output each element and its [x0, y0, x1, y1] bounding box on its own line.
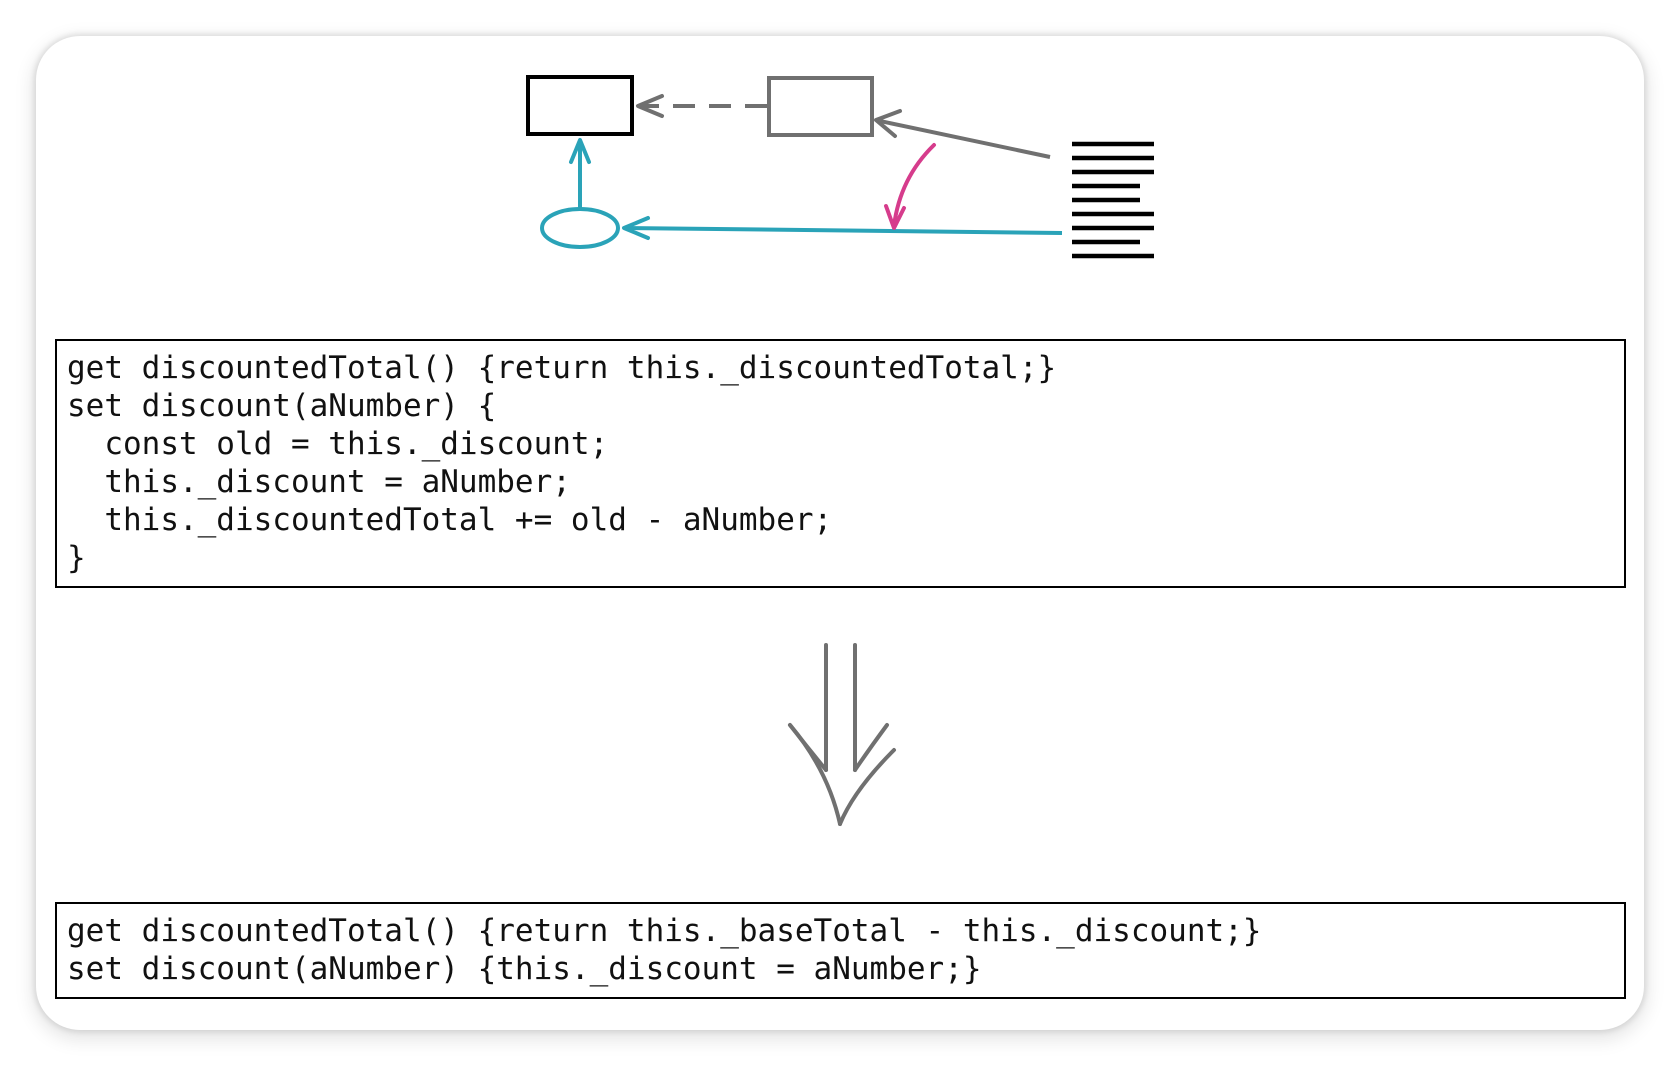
code-line: this._discountedTotal += old - aNumber; [67, 502, 833, 538]
before-code-block: get discountedTotal() {return this._disc… [55, 339, 1626, 588]
gray-box-shape [767, 76, 874, 137]
code-line: this._discount = aNumber; [67, 464, 571, 500]
document-lines-icon [1072, 141, 1154, 259]
gray-arrow-head [874, 109, 902, 138]
code-line: set discount(aNumber) { [67, 388, 497, 424]
teal-left-arrow-head [622, 216, 650, 240]
code-line: get discountedTotal() {return this._disc… [67, 350, 1057, 386]
gray-arrow-line [879, 119, 1051, 159]
teal-up-arrow-head [569, 138, 591, 164]
code-line: get discountedTotal() {return this._base… [67, 913, 1262, 949]
code-line: } [67, 540, 86, 576]
magenta-curved-arrow-line [892, 143, 936, 228]
teal-ellipse-shape [540, 207, 620, 249]
black-box-shape [526, 75, 634, 136]
refactoring-sketch-diagram [526, 75, 1154, 259]
teal-left-arrow-line [627, 226, 1063, 235]
code-line: const old = this._discount; [67, 426, 609, 462]
magenta-curved-arrow-head [884, 204, 906, 230]
code-line: set discount(aNumber) {this._discount = … [67, 951, 982, 987]
after-code-block: get discountedTotal() {return this._base… [55, 902, 1626, 999]
dashed-arrow-head [636, 94, 664, 118]
